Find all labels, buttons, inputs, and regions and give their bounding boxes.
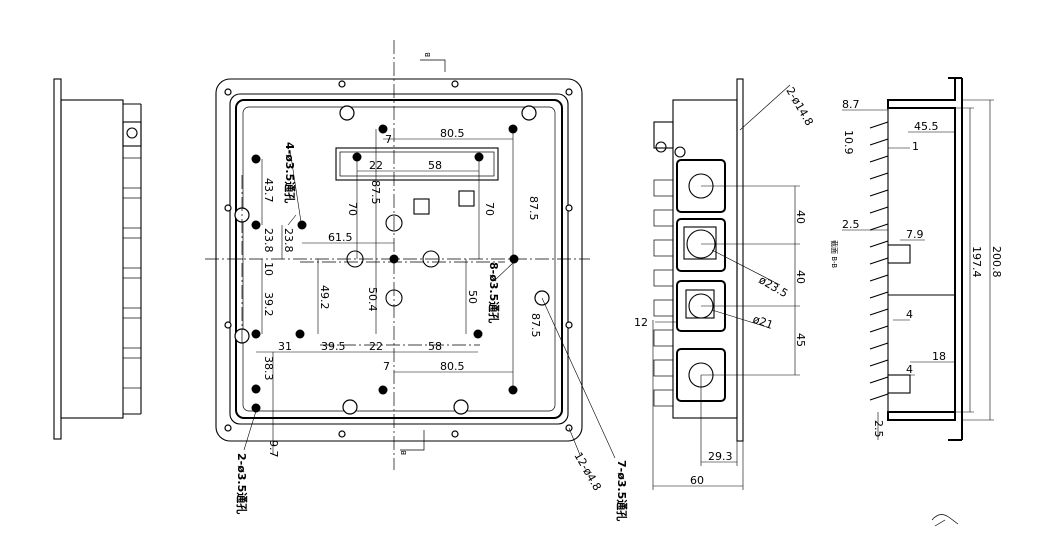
dim-front-43-7: 43.7 [262, 178, 275, 203]
connector-side-view: 40 40 45 12 29.3 60 ø23.5 ø21 2-ø14.8 [634, 78, 816, 490]
dim-side-12: 12 [634, 316, 648, 329]
dim-front-80-5-low: 80.5 [440, 360, 465, 373]
dim-sec-197-4: 197.4 [970, 246, 983, 278]
dim-sec-7-9: 7.9 [906, 228, 924, 241]
left-side-view [53, 78, 142, 440]
dim-front-39-2: 39.2 [262, 292, 275, 317]
dim-sec-18: 18 [932, 350, 946, 363]
dim-sec-4-a: 4 [906, 308, 913, 321]
dim-front-87-5-right: 87.5 [527, 196, 540, 221]
connector-fins [653, 179, 674, 407]
dim-side-40-a: 40 [794, 210, 807, 224]
corner-mark [931, 514, 959, 527]
dim-sec-10-9: 10.9 [842, 130, 855, 155]
dim-front-50: 50 [466, 290, 479, 304]
dim-sec-1: 1 [912, 140, 919, 153]
section-view: 8.7 45.5 10.9 1 2.5 7.9 197.4 200.8 4 18… [830, 77, 1003, 441]
flange-holes [224, 80, 573, 438]
dim-sec-2-5-b: 2.5 [872, 420, 885, 438]
dim-front-70-right: 70 [483, 202, 496, 216]
dim-front-50-4: 50.4 [366, 287, 379, 312]
dim-front-23-8-a: 23.8 [282, 228, 295, 253]
dim-front-49-2: 49.2 [318, 285, 331, 310]
section-mark-bottom: B [400, 450, 408, 455]
callout-holes-2: 2-ø3.5通孔 [235, 453, 248, 514]
dim-sec-200-8: 200.8 [990, 246, 1003, 278]
dim-front-31: 31 [278, 340, 292, 353]
dim-front-39-5: 39.5 [321, 340, 346, 353]
dim-front-top-80-5: 80.5 [440, 127, 465, 140]
dim-front-22-low: 22 [369, 340, 383, 353]
dim-sec-8-7: 8.7 [842, 98, 860, 111]
dim-front-87-5-a: 87.5 [369, 180, 382, 205]
dim-side-60: 60 [690, 474, 704, 487]
dim-front-7-top: 7 [385, 133, 392, 146]
dim-sec-4-b: 4 [906, 363, 913, 376]
dim-front-23-8-b: 23.8 [262, 228, 275, 253]
dim-side-29-3: 29.3 [708, 450, 733, 463]
dim-front-10: 10 [262, 262, 275, 276]
dim-side-2-d14-8: 2-ø14.8 [783, 85, 815, 128]
dim-front-38-3: 38.3 [262, 356, 275, 381]
dim-side-40-b: 40 [794, 270, 807, 284]
section-mark-top: B [424, 52, 432, 57]
cooling-fins-left [122, 157, 142, 389]
dim-front-22-top: 22 [369, 159, 383, 172]
dim-sec-2-5-a: 2.5 [842, 218, 860, 231]
callout-holes-8: 8-ø3.5通孔 [487, 262, 500, 323]
dim-side-45: 45 [794, 333, 807, 347]
dim-front-58-top: 58 [428, 159, 442, 172]
callout-holes-7: 7-ø3.5通孔 [615, 460, 628, 521]
dim-side-d21: ø21 [751, 313, 775, 332]
dim-sec-45-5: 45.5 [914, 120, 939, 133]
dim-side-d23-5: ø23.5 [757, 273, 791, 300]
dim-front-87-5-low: 87.5 [529, 313, 542, 338]
through-holes [251, 124, 519, 413]
callout-holes-4: 4-ø3.5通孔 [283, 142, 296, 203]
dim-front-58-low: 58 [428, 340, 442, 353]
dim-front-61-5: 61.5 [328, 231, 353, 244]
dim-front-70-left: 70 [346, 202, 359, 216]
section-fins [869, 121, 889, 401]
dim-front-7-low: 7 [383, 360, 390, 373]
section-label: 截面 B-B [830, 240, 839, 268]
front-view: B B 80.5 22 58 87.5 70 70 87.5 61.5 43.7… [205, 40, 628, 521]
dim-front-9-7: 9.7 [267, 440, 280, 458]
callout-holes-12: 12-ø4.8 [571, 450, 603, 493]
